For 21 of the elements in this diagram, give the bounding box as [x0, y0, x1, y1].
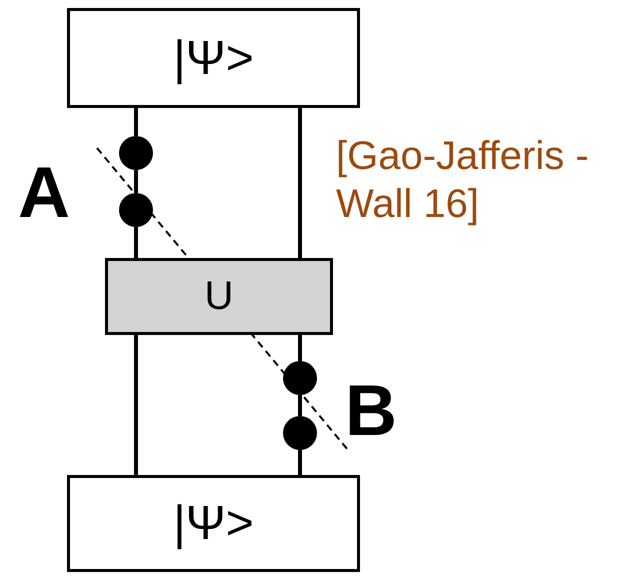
operator-label: U	[204, 274, 234, 319]
wire-line	[298, 108, 302, 258]
wire-line	[134, 170, 138, 193]
point-label: B	[345, 370, 398, 453]
wire-line	[298, 450, 302, 475]
wire-line	[298, 335, 302, 361]
citation-text: [Gao-Jafferis -Wall 16]	[336, 133, 590, 228]
ket-label: |Ψ>	[173, 30, 254, 86]
node-dot	[283, 416, 317, 450]
state-box	[67, 8, 360, 108]
operator-box	[105, 258, 333, 335]
node-dot	[119, 193, 153, 227]
wire-line	[134, 227, 138, 258]
node-dot	[119, 136, 153, 170]
ket-label: |Ψ>	[173, 496, 254, 551]
point-label: A	[18, 152, 71, 235]
wire-line	[134, 108, 138, 136]
node-dot	[283, 361, 317, 395]
wire-line	[134, 335, 138, 475]
state-box	[67, 475, 360, 572]
wire-line	[298, 395, 302, 416]
